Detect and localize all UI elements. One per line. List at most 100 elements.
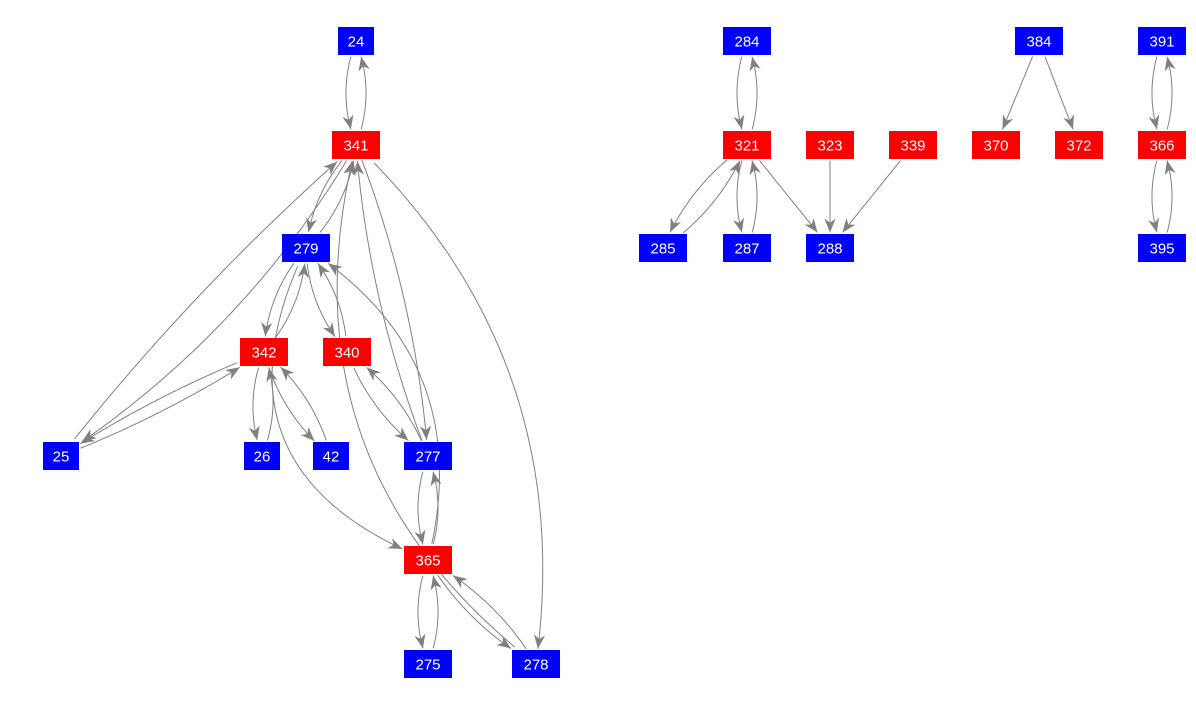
node-284[interactable]: 284 — [723, 27, 771, 55]
node-box — [338, 27, 374, 55]
node-321[interactable]: 321 — [723, 131, 771, 159]
node-275[interactable]: 275 — [404, 650, 452, 678]
node-label: 391 — [1149, 34, 1174, 51]
edge-341-to-24 — [358, 56, 370, 130]
edge-321-to-288 — [759, 160, 818, 233]
node-384[interactable]: 384 — [1015, 27, 1063, 55]
node-label: 25 — [53, 449, 70, 466]
edge-278-to-341 — [336, 160, 516, 648]
edge-365-to-275 — [414, 575, 426, 649]
edge-42-to-342 — [280, 366, 327, 441]
node-box — [1138, 27, 1186, 55]
node-label: 287 — [734, 241, 759, 258]
node-label: 278 — [523, 657, 548, 674]
node-285[interactable]: 285 — [639, 234, 687, 262]
node-label: 323 — [817, 138, 842, 155]
edge-279-to-342 — [261, 263, 295, 337]
node-label: 277 — [415, 449, 440, 466]
edge-321-to-285 — [669, 159, 728, 233]
node-box — [1138, 234, 1186, 262]
node-label: 321 — [734, 138, 759, 155]
node-24[interactable]: 24 — [338, 27, 374, 55]
node-box — [806, 131, 854, 159]
node-box — [313, 442, 349, 470]
node-287[interactable]: 287 — [723, 234, 771, 262]
node-box — [806, 234, 854, 262]
edge-340-to-277 — [353, 367, 409, 441]
node-label: 284 — [734, 34, 759, 51]
edge-384-to-370 — [1001, 56, 1033, 130]
edge-366-to-395 — [1148, 160, 1159, 233]
node-370[interactable]: 370 — [972, 131, 1020, 159]
edge-277-to-341 — [352, 161, 423, 442]
node-box — [1015, 27, 1063, 55]
edge-341-to-279 — [306, 160, 343, 233]
node-391[interactable]: 391 — [1138, 27, 1186, 55]
edge-365-to-279 — [327, 262, 440, 544]
edge-279-to-341 — [319, 160, 356, 233]
node-label: 24 — [348, 34, 365, 51]
edge-342-to-26 — [248, 367, 260, 441]
node-label: 372 — [1066, 138, 1091, 155]
node-26[interactable]: 26 — [244, 442, 280, 470]
node-279[interactable]: 279 — [282, 234, 330, 262]
edges-layer — [74, 56, 1176, 650]
node-box — [1138, 131, 1186, 159]
node-label: 26 — [254, 449, 271, 466]
node-box — [512, 650, 560, 678]
node-box — [240, 338, 288, 366]
edge-287-to-321 — [749, 160, 761, 233]
node-42[interactable]: 42 — [313, 442, 349, 470]
node-278[interactable]: 278 — [512, 650, 560, 678]
node-341[interactable]: 341 — [332, 131, 380, 159]
node-label: 285 — [650, 241, 675, 258]
edge-341-to-25 — [81, 160, 348, 443]
node-label: 342 — [251, 345, 276, 362]
node-label: 275 — [415, 657, 440, 674]
node-box — [323, 338, 371, 366]
edge-340-to-279 — [317, 263, 347, 337]
node-288[interactable]: 288 — [806, 234, 854, 262]
node-366[interactable]: 366 — [1138, 131, 1186, 159]
edge-284-to-321 — [733, 56, 745, 130]
edge-278-to-365 — [452, 575, 527, 650]
node-box — [404, 650, 452, 678]
node-box — [43, 442, 79, 470]
node-box — [282, 234, 330, 262]
edge-277-to-340 — [366, 367, 422, 441]
node-label: 384 — [1026, 34, 1051, 51]
node-label: 288 — [817, 241, 842, 258]
edge-339-to-288 — [842, 160, 901, 233]
edge-25-to-341 — [74, 161, 338, 440]
node-label: 279 — [293, 241, 318, 258]
node-box — [723, 131, 771, 159]
edge-24-to-341 — [342, 56, 354, 130]
node-372[interactable]: 372 — [1055, 131, 1103, 159]
node-25[interactable]: 25 — [43, 442, 79, 470]
edge-26-to-342 — [266, 367, 278, 441]
node-box — [972, 131, 1020, 159]
node-box — [639, 234, 687, 262]
node-395[interactable]: 395 — [1138, 234, 1186, 262]
node-box — [332, 131, 380, 159]
node-323[interactable]: 323 — [806, 131, 854, 159]
node-342[interactable]: 342 — [240, 338, 288, 366]
node-label: 42 — [323, 449, 340, 466]
nodes-layer: 24 341 279 342 340 25 26 42 277 365 275 278 284 321 32… — [43, 27, 1186, 678]
node-339[interactable]: 339 — [889, 131, 937, 159]
node-label: 339 — [900, 138, 925, 155]
node-365[interactable]: 365 — [404, 546, 452, 574]
edge-365-to-277 — [430, 471, 442, 545]
edge-341-to-277 — [361, 159, 432, 440]
edge-342-to-25 — [80, 362, 238, 445]
edge-279-to-365 — [271, 266, 403, 550]
node-340[interactable]: 340 — [323, 338, 371, 366]
edge-342-to-42 — [268, 367, 315, 442]
node-box — [244, 442, 280, 470]
node-277[interactable]: 277 — [404, 442, 452, 470]
node-label: 366 — [1149, 138, 1174, 155]
edge-384-to-372 — [1044, 56, 1074, 130]
node-box — [404, 546, 452, 574]
edge-366-to-391 — [1164, 56, 1176, 130]
